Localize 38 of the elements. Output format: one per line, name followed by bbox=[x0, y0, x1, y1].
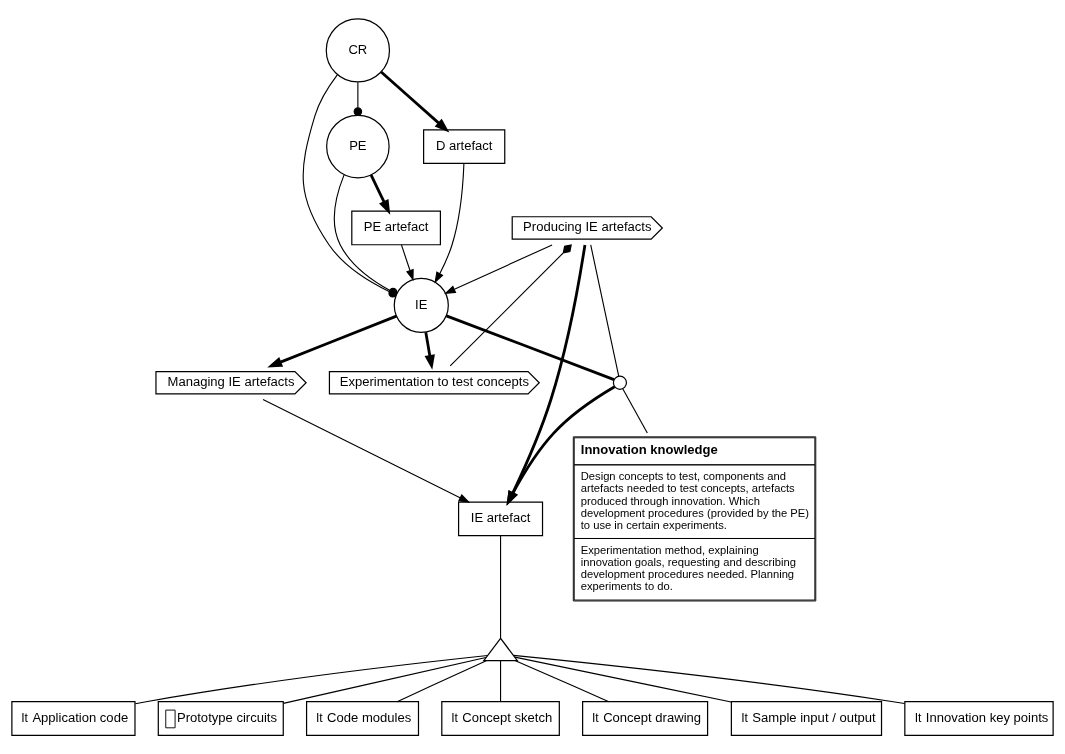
node-circle: CR bbox=[325, 18, 391, 83]
arrow bbox=[434, 163, 465, 284]
node-box: It Code modules bbox=[305, 701, 420, 736]
node-box: IE artefact bbox=[458, 501, 544, 537]
connector bbox=[514, 656, 732, 703]
connector bbox=[449, 244, 572, 367]
node-circle: PE bbox=[326, 114, 390, 179]
connector bbox=[353, 81, 363, 116]
connector bbox=[134, 654, 489, 705]
node-box: It Sample input / output bbox=[730, 701, 883, 736]
node-box: It Innovation key points bbox=[904, 701, 1054, 736]
arrow bbox=[380, 70, 450, 133]
arrow bbox=[369, 174, 391, 215]
node-circle: IE bbox=[393, 277, 449, 333]
node-box: It Concept drawing bbox=[582, 701, 709, 736]
node-triangle bbox=[482, 637, 519, 662]
arrow bbox=[267, 314, 397, 368]
arrow bbox=[506, 385, 616, 506]
arrow bbox=[506, 244, 587, 506]
node-box: Prototype circuits bbox=[157, 701, 284, 736]
connector bbox=[590, 244, 620, 377]
connector bbox=[396, 660, 487, 703]
connector bbox=[622, 388, 648, 434]
connector bbox=[500, 535, 502, 639]
connector bbox=[445, 314, 615, 381]
arrow bbox=[444, 244, 553, 294]
connector bbox=[282, 656, 487, 704]
connector bbox=[500, 660, 502, 703]
node-box: D artefact bbox=[423, 129, 506, 164]
arrow bbox=[262, 399, 471, 503]
arrow bbox=[424, 332, 435, 370]
node-box: PE artefact bbox=[351, 210, 441, 246]
connector bbox=[514, 660, 610, 703]
node-box: It Concept sketch bbox=[441, 701, 560, 736]
arrow bbox=[400, 244, 414, 282]
node-box: It Application code bbox=[11, 701, 136, 736]
connector bbox=[512, 654, 906, 705]
node-circle bbox=[612, 375, 628, 390]
